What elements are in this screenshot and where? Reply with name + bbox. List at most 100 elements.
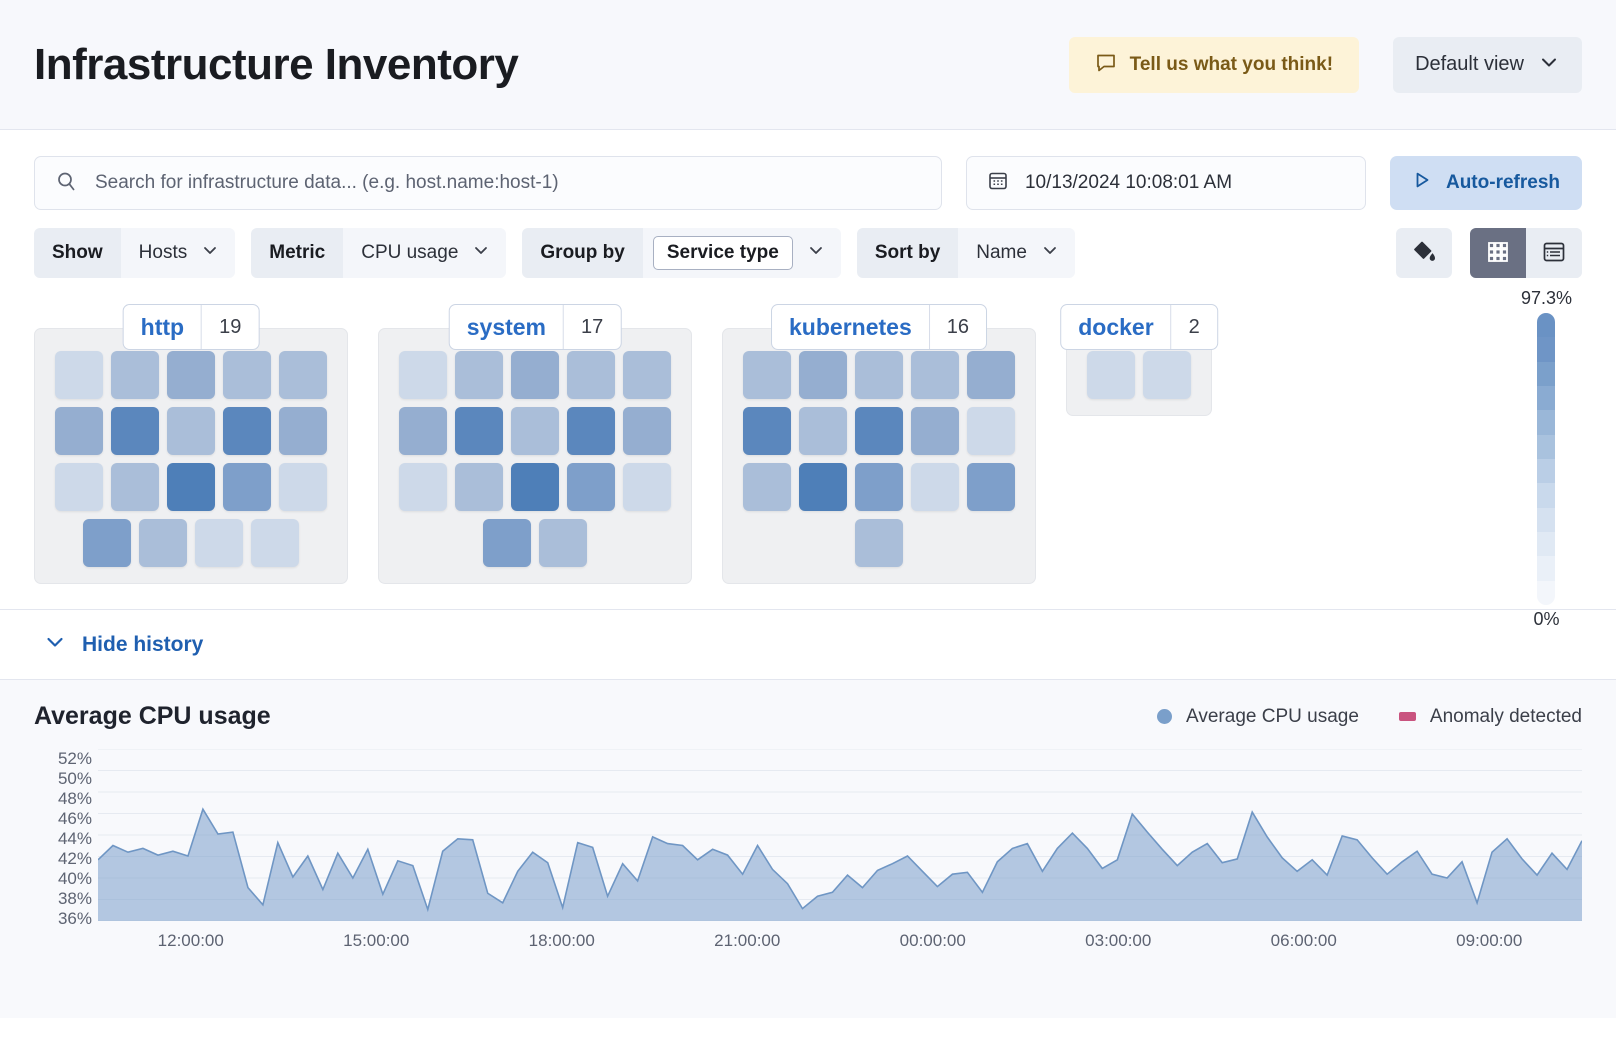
host-cell[interactable] <box>111 463 159 511</box>
grid-view-toggle[interactable] <box>1470 228 1526 278</box>
filter-group-by-value[interactable]: Service type <box>642 228 841 278</box>
chart-title: Average CPU usage <box>34 702 271 730</box>
host-cell[interactable] <box>111 351 159 399</box>
host-cell[interactable] <box>567 407 615 455</box>
filter-metric-value[interactable]: CPU usage <box>343 228 507 278</box>
host-cell[interactable] <box>539 519 587 567</box>
search-box[interactable] <box>34 156 942 210</box>
host-cell[interactable] <box>55 407 103 455</box>
y-tick-label: 36% <box>57 909 92 928</box>
host-cell[interactable] <box>279 407 327 455</box>
host-cell[interactable] <box>743 407 791 455</box>
datepicker-value: 10/13/2024 10:08:01 AM <box>1024 172 1233 193</box>
host-cell[interactable] <box>967 407 1015 455</box>
chevron-down-icon <box>807 241 825 265</box>
host-cell[interactable] <box>83 519 131 567</box>
filter-group-by: Group by Service type <box>522 228 841 278</box>
host-cell[interactable] <box>167 407 215 455</box>
chart-y-axis: 52%50%48%46%44%42%40%38%36% <box>34 749 92 928</box>
query-bar: 10/13/2024 10:08:01 AM Auto-refresh <box>0 130 1616 210</box>
host-cell[interactable] <box>167 463 215 511</box>
host-cell[interactable] <box>911 407 959 455</box>
host-cell[interactable] <box>455 407 503 455</box>
host-cell[interactable] <box>455 463 503 511</box>
legend-step <box>1537 531 1556 557</box>
host-cell[interactable] <box>511 463 559 511</box>
legend-color-button[interactable] <box>1396 228 1452 278</box>
host-cell[interactable] <box>223 463 271 511</box>
feedback-button[interactable]: Tell us what you think! <box>1068 36 1360 93</box>
host-cell[interactable] <box>1087 351 1135 399</box>
x-tick-label: 03:00:00 <box>1085 931 1152 950</box>
legend-item-anomaly-detected[interactable]: Anomaly detected <box>1398 706 1582 728</box>
host-cell[interactable] <box>567 351 615 399</box>
x-tick-label: 06:00:00 <box>1270 931 1337 950</box>
default-view-label: Default view <box>1415 53 1524 75</box>
host-cell[interactable] <box>139 519 187 567</box>
host-cell[interactable] <box>279 463 327 511</box>
host-cell[interactable] <box>399 463 447 511</box>
filter-sort-by-value[interactable]: Name <box>958 228 1075 278</box>
host-cell[interactable] <box>967 351 1015 399</box>
host-cell[interactable] <box>623 351 671 399</box>
host-cell[interactable] <box>223 407 271 455</box>
host-cell[interactable] <box>55 351 103 399</box>
table-view-toggle[interactable] <box>1526 228 1582 278</box>
host-cell[interactable] <box>111 407 159 455</box>
host-cell[interactable] <box>55 463 103 511</box>
host-cell[interactable] <box>567 463 615 511</box>
host-cell[interactable] <box>855 351 903 399</box>
hide-history-toggle[interactable]: Hide history <box>0 610 1616 680</box>
legend-item-average-cpu-usage[interactable]: Average CPU usage <box>1157 706 1359 728</box>
host-cell[interactable] <box>743 463 791 511</box>
filter-metric-label: Metric <box>251 228 344 278</box>
host-cell[interactable] <box>399 407 447 455</box>
host-cell[interactable] <box>483 519 531 567</box>
host-cell[interactable] <box>911 351 959 399</box>
host-cell[interactable] <box>623 407 671 455</box>
legend-step <box>1537 434 1556 459</box>
chart-plot-area[interactable] <box>98 749 1582 921</box>
search-input[interactable] <box>93 171 921 195</box>
default-view-button[interactable]: Default view <box>1393 36 1582 93</box>
x-tick-label: 21:00:00 <box>714 931 781 950</box>
y-tick-label: 50% <box>57 769 92 788</box>
host-cell[interactable] <box>511 351 559 399</box>
host-cell[interactable] <box>855 407 903 455</box>
host-cell[interactable] <box>1143 351 1191 399</box>
host-cell[interactable] <box>455 351 503 399</box>
auto-refresh-button[interactable]: Auto-refresh <box>1389 156 1582 210</box>
host-cell[interactable] <box>799 463 847 511</box>
host-cell[interactable] <box>967 463 1015 511</box>
host-cell[interactable] <box>251 519 299 567</box>
host-cell[interactable] <box>799 407 847 455</box>
host-cell[interactable] <box>399 351 447 399</box>
speech-bubble-icon <box>1095 51 1117 79</box>
host-cell[interactable] <box>167 351 215 399</box>
waffle-row <box>55 351 327 399</box>
filter-sort-by: Sort by Name <box>856 228 1075 278</box>
host-cell[interactable] <box>855 463 903 511</box>
legend-step <box>1537 361 1556 386</box>
waffle-row <box>83 519 299 567</box>
waffle-row <box>399 351 671 399</box>
filter-show-value[interactable]: Hosts <box>120 228 236 278</box>
host-cell[interactable] <box>223 351 271 399</box>
host-cell[interactable] <box>623 463 671 511</box>
host-cell[interactable] <box>911 463 959 511</box>
waffle-row <box>483 519 587 567</box>
datepicker[interactable]: 10/13/2024 10:08:01 AM <box>965 156 1366 210</box>
host-cell[interactable] <box>279 351 327 399</box>
host-cell[interactable] <box>195 519 243 567</box>
legend-step <box>1537 483 1556 508</box>
host-cell[interactable] <box>743 351 791 399</box>
auto-refresh-label: Auto-refresh <box>1445 172 1560 193</box>
host-cell[interactable] <box>511 407 559 455</box>
host-cell[interactable] <box>855 519 903 567</box>
paint-bucket-icon <box>1411 239 1437 268</box>
host-cell[interactable] <box>799 351 847 399</box>
